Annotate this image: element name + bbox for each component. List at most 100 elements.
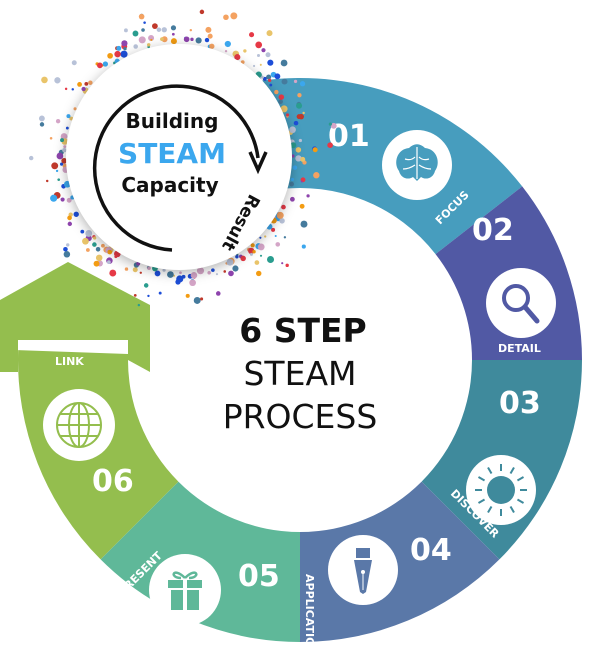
confetti-dot: [190, 37, 194, 41]
confetti-dot: [160, 37, 164, 41]
confetti-dot: [179, 271, 182, 275]
confetti-dot: [147, 294, 150, 298]
confetti-dot: [209, 43, 215, 49]
confetti-dot: [224, 49, 228, 53]
confetti-dot: [147, 266, 151, 271]
confetti-dot: [293, 120, 299, 126]
confetti-dot: [193, 297, 201, 304]
confetti-dot: [276, 211, 284, 219]
confetti-dot: [71, 88, 74, 91]
confetti-dot: [114, 50, 121, 58]
cycle-arrow: [92, 84, 260, 252]
link-arrow-head: [0, 262, 150, 372]
confetti-dot: [250, 243, 255, 248]
confetti-dot: [63, 145, 67, 149]
confetti-dot: [154, 270, 161, 277]
confetti-dot: [283, 236, 287, 239]
confetti-dot: [290, 196, 295, 202]
confetti-dot: [280, 105, 288, 113]
confetti-dot: [156, 27, 162, 32]
hub-line-1: Building: [126, 109, 219, 133]
confetti-dot: [200, 297, 204, 301]
confetti-dot: [171, 32, 175, 36]
confetti-dot: [289, 181, 295, 187]
confetti-dot: [204, 37, 210, 43]
confetti-dot: [286, 113, 290, 117]
confetti-dot: [300, 156, 306, 162]
confetti-dot: [196, 267, 205, 275]
confetti-dot: [328, 122, 332, 126]
confetti-dot: [121, 40, 128, 47]
confetti-dot: [183, 36, 190, 43]
confetti-dot: [274, 235, 277, 238]
step-06-number: 06: [92, 464, 134, 499]
confetti-dot: [85, 248, 90, 252]
confetti-dot: [301, 244, 306, 249]
confetti-dots: [29, 9, 337, 307]
confetti-dot: [92, 236, 97, 240]
confetti-dot: [45, 179, 49, 183]
confetti-dot: [62, 148, 67, 153]
confetti-dot: [102, 61, 109, 67]
confetti-dot: [139, 271, 142, 274]
gift-icon: [149, 554, 221, 626]
confetti-dot: [195, 37, 202, 44]
confetti-dot: [123, 47, 127, 51]
confetti-dot: [207, 271, 211, 275]
confetti-dot: [161, 27, 167, 33]
confetti-dot: [296, 102, 303, 109]
confetti-dot: [67, 221, 73, 227]
confetti-dot: [215, 273, 219, 276]
confetti-dot: [93, 260, 100, 267]
confetti-dot: [300, 220, 308, 228]
confetti-dot: [262, 76, 267, 81]
confetti-dot: [292, 165, 298, 170]
confetti-dot: [95, 254, 103, 262]
confetti-dot: [60, 197, 65, 202]
confetti-dot: [176, 275, 184, 283]
confetti-dot: [234, 54, 241, 61]
confetti-dot: [132, 30, 139, 37]
confetti-dot: [257, 243, 265, 251]
confetti-dot: [132, 267, 138, 273]
confetti-dot: [116, 45, 122, 51]
title-line-3: PROCESS: [223, 397, 378, 436]
step-03-number: 03: [499, 386, 541, 421]
confetti-dot: [281, 262, 284, 265]
confetti-dot: [281, 78, 288, 85]
confetti-dot: [84, 81, 89, 86]
confetti-dot: [327, 142, 333, 148]
confetti-dot: [189, 279, 196, 287]
confetti-dot: [170, 25, 177, 31]
hub-line-2: STEAM: [118, 137, 226, 170]
confetti-dot: [138, 36, 146, 44]
confetti-dot: [107, 260, 111, 264]
confetti-dot: [63, 251, 71, 258]
globe-icon: [43, 389, 115, 461]
confetti-dot: [49, 136, 53, 140]
confetti-dot: [60, 162, 64, 166]
confetti-dot: [38, 115, 45, 122]
confetti-dot: [56, 152, 64, 160]
confetti-dot: [66, 243, 70, 247]
confetti-dot: [73, 211, 79, 217]
confetti-dot: [77, 81, 82, 87]
confetti-dot: [51, 162, 59, 170]
confetti-dot: [162, 268, 166, 272]
confetti-dot: [267, 59, 274, 66]
confetti-dot: [199, 9, 205, 15]
confetti-dot: [223, 270, 227, 273]
confetti-dot: [133, 44, 138, 49]
confetti-dot: [249, 252, 253, 256]
confetti-dot: [107, 249, 113, 255]
confetti-dot: [146, 43, 151, 47]
confetti-dot: [265, 52, 271, 58]
sun-icon: [466, 455, 536, 525]
confetti-dot: [249, 32, 255, 38]
confetti-dot: [298, 138, 302, 143]
confetti-dot: [211, 268, 215, 272]
confetti-dot: [261, 48, 266, 53]
confetti-dot: [252, 250, 256, 254]
confetti-dot: [271, 227, 276, 232]
confetti-dot: [60, 138, 65, 143]
